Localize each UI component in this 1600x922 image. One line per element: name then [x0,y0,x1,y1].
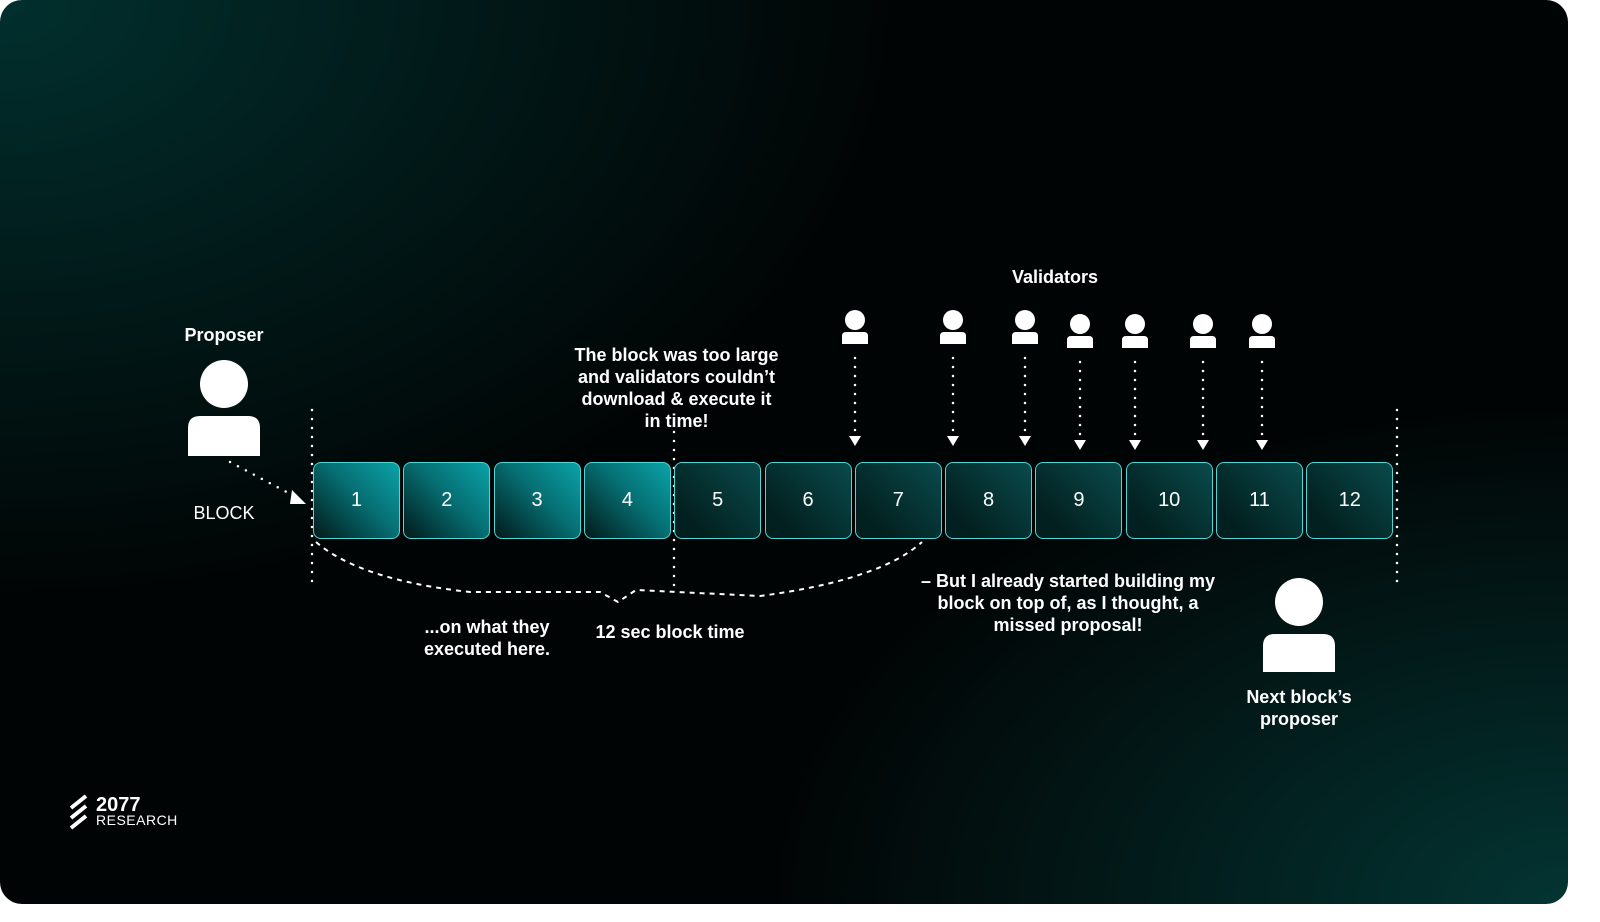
block-9: 9 [1035,462,1123,539]
arrowhead [849,436,861,446]
arrowhead [1074,440,1086,450]
arrowhead [947,436,959,446]
next-proposer-icon [1263,578,1335,672]
block-2: 2 [403,462,491,539]
block-1: 1 [313,462,400,539]
block-7: 7 [854,462,942,539]
validators-label: Validators [1011,267,1099,287]
too-large-note: The block was too large and validators c… [574,345,779,431]
validator-icon [1190,314,1216,450]
validator-icon [1012,310,1038,446]
block-time-label: 12 sec block time [595,622,745,642]
validator-icon [1067,314,1093,450]
block-4: 4 [583,462,671,539]
block-time-brace [315,541,923,604]
arrowhead [1019,436,1031,446]
arrowhead [1129,440,1141,450]
block-12: 12 [1306,462,1394,539]
validator-icon [940,310,966,446]
logo-mark-icon [69,794,88,830]
diagram-canvas: Proposer BLOCK The block was too large a… [0,0,1568,904]
block-11: 11 [1216,462,1303,539]
validator-icon [1122,314,1148,450]
validator-icon [1249,314,1275,450]
next-proposer-label: Next block’s proposer [1246,687,1352,729]
validator-icon [842,310,868,446]
arrowhead [1256,440,1268,450]
block-label: BLOCK [193,503,255,523]
proposer-icon [188,360,260,456]
block-8: 8 [945,462,1033,539]
block-10: 10 [1125,462,1213,539]
proposer-label: Proposer [184,325,264,345]
logo-sub: RESEARCH [96,812,178,828]
connector-lines [228,310,1399,604]
proposer-arrow-line [228,460,298,499]
logo-name: 2077 [96,794,141,816]
block-6: 6 [764,462,852,539]
block-3: 3 [493,462,581,539]
executed-here-note: ...on what they executed here. [423,617,551,659]
proposer-arrowhead [290,490,306,504]
missed-proposal-note: – But I already started building my bloc… [920,571,1216,635]
arrowhead [1197,440,1209,450]
block-5: 5 [674,462,762,539]
